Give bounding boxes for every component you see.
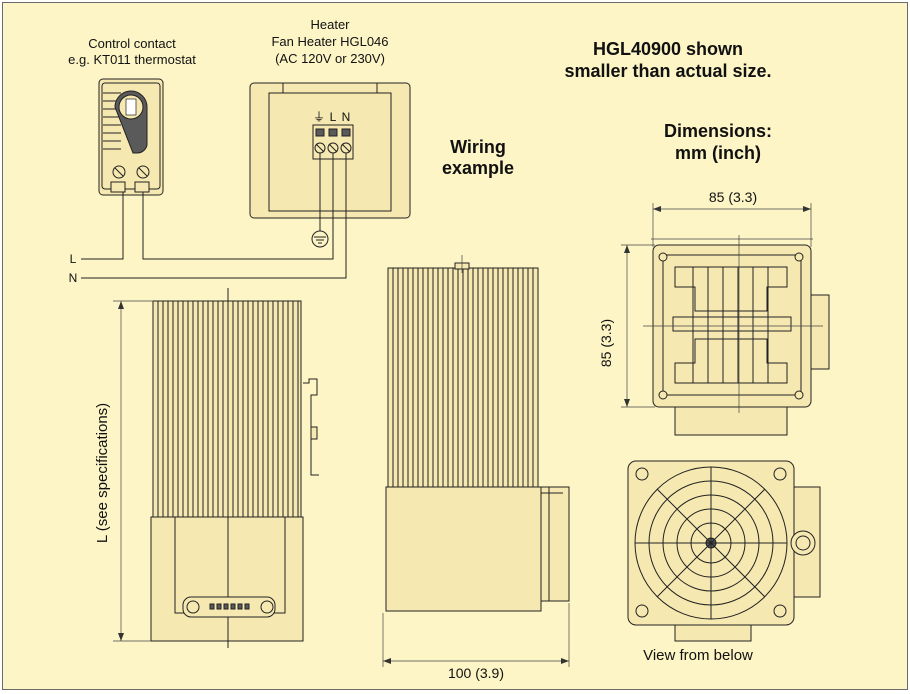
heater-model-label: Fan Heater HGL046	[271, 34, 389, 49]
control-contact-label: Control contact	[88, 36, 176, 51]
dimensions-label-line2: mm (inch)	[674, 143, 761, 163]
heater-title-label: Heater	[310, 17, 350, 32]
front-view-drawing	[385, 255, 570, 612]
terminal-n-label: N	[341, 110, 351, 124]
dimension-lines	[113, 203, 812, 667]
bottom-view-drawing	[627, 460, 821, 642]
control-example-label: e.g. KT011 thermostat	[68, 52, 196, 67]
view-below-label: View from below	[643, 647, 753, 664]
title-line1: HGL40900 shown	[592, 39, 744, 59]
dimensions-label-line1: Dimensions:	[663, 121, 773, 141]
side-height-dimension-label: 85 (3.3)	[598, 318, 614, 368]
wiring-lines	[81, 153, 347, 279]
wiring-label-line2: example	[441, 158, 515, 178]
terminal-l-label: L	[329, 110, 337, 124]
top-width-dimension-label: 85 (3.3)	[708, 189, 758, 205]
length-dimension-label: L (see specifications)	[94, 402, 111, 544]
width-dimension-label: 100 (3.9)	[447, 665, 505, 681]
side-view-drawing	[150, 288, 319, 648]
title-line2: smaller than actual size.	[564, 61, 772, 81]
terminal-ground-label: ⏚	[312, 110, 325, 124]
wire-l-label: L	[69, 252, 77, 266]
thermostat-drawing	[98, 78, 164, 196]
diagram-drawing	[81, 78, 830, 667]
wire-n-label: N	[68, 271, 78, 285]
heater-voltage-label: (AC 120V or 230V)	[275, 51, 385, 66]
wiring-label-line1: Wiring	[450, 137, 506, 157]
top-view-drawing	[643, 235, 830, 436]
heater-drawing	[249, 82, 411, 219]
